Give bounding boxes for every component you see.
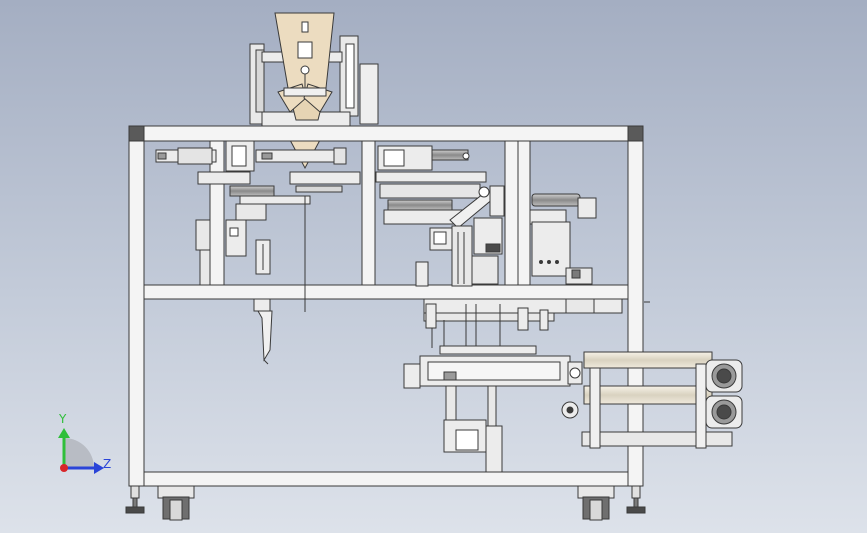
- hopper-assembly: [249, 12, 379, 170]
- y-axis-label: Y: [59, 412, 67, 426]
- left-cylinder-assembly: [155, 140, 361, 312]
- triad-quadrant: [64, 438, 94, 468]
- hanging-gripper: [253, 298, 273, 365]
- guide-rod-assembly: [423, 298, 650, 355]
- roller-motor-upper: [705, 359, 743, 393]
- conveyor-assembly: [561, 351, 743, 449]
- z-axis-arrowhead: [94, 462, 104, 474]
- roller-motor-lower: [705, 395, 743, 429]
- z-axis-label: Z: [103, 457, 112, 471]
- x-axis-origin: [60, 464, 68, 472]
- right-cylinder-assembly: [529, 193, 597, 285]
- slide-table-assembly: [403, 355, 583, 473]
- coordinate-triad: [58, 428, 104, 474]
- center-cylinder-assembly: [375, 145, 505, 287]
- caster-wheels: [125, 485, 646, 521]
- main-frame: [128, 125, 644, 487]
- y-axis-arrowhead: [58, 428, 70, 438]
